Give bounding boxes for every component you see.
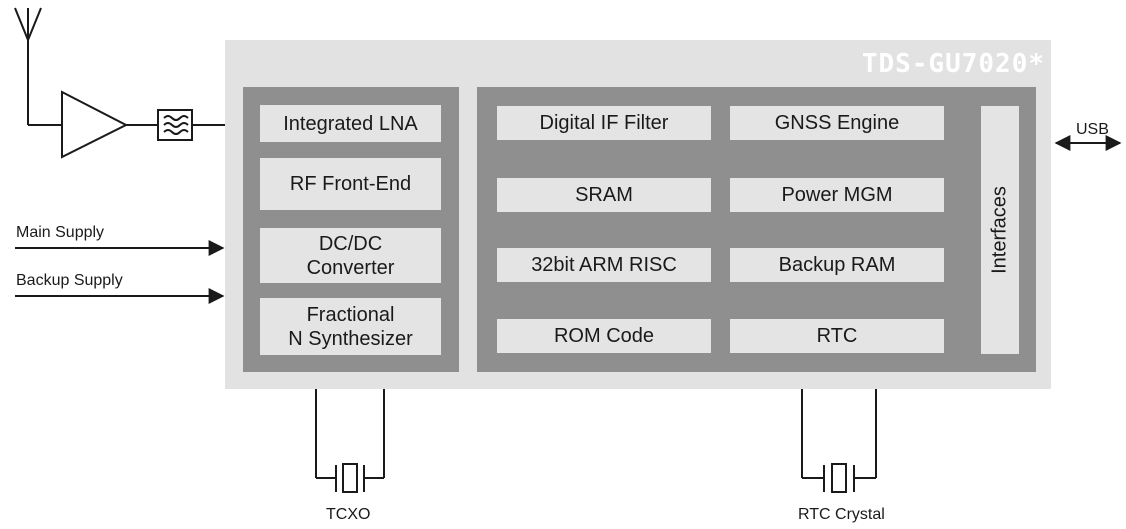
backup-supply-label: Backup Supply [16, 272, 123, 289]
block-rf-front-end: RF Front-End [260, 158, 441, 210]
block-interfaces: Interfaces [981, 106, 1019, 354]
usb-label: USB [1076, 121, 1109, 138]
block-digital-if-filter: Digital IF Filter [497, 106, 711, 140]
block-rom-code: ROM Code [497, 319, 711, 353]
filter-icon [157, 109, 193, 141]
block-dc-dc-converter: DC/DC Converter [260, 228, 441, 283]
interfaces-label: Interfaces [988, 186, 1011, 274]
block-rtc: RTC [730, 319, 944, 353]
block-gnss-engine: GNSS Engine [730, 106, 944, 140]
tcxo-crystal-icon [315, 389, 385, 493]
antenna-icon [14, 7, 42, 125]
chip-title: TDS-GU7020* [861, 49, 1045, 79]
main-supply-label: Main Supply [16, 224, 105, 241]
tcxo-label: TCXO [326, 506, 371, 523]
block-power-mgm: Power MGM [730, 178, 944, 212]
block-32bit-arm-risc: 32bit ARM RISC [497, 248, 711, 282]
block-integrated-lna: Integrated LNA [260, 105, 441, 142]
block-fractional-n-synthesizer: Fractional N Synthesizer [260, 298, 441, 355]
rtc-crystal-label: RTC Crystal [798, 506, 885, 523]
amplifier-icon [61, 90, 129, 159]
block-sram: SRAM [497, 178, 711, 212]
block-backup-ram: Backup RAM [730, 248, 944, 282]
rtc-crystal-icon [801, 389, 877, 493]
